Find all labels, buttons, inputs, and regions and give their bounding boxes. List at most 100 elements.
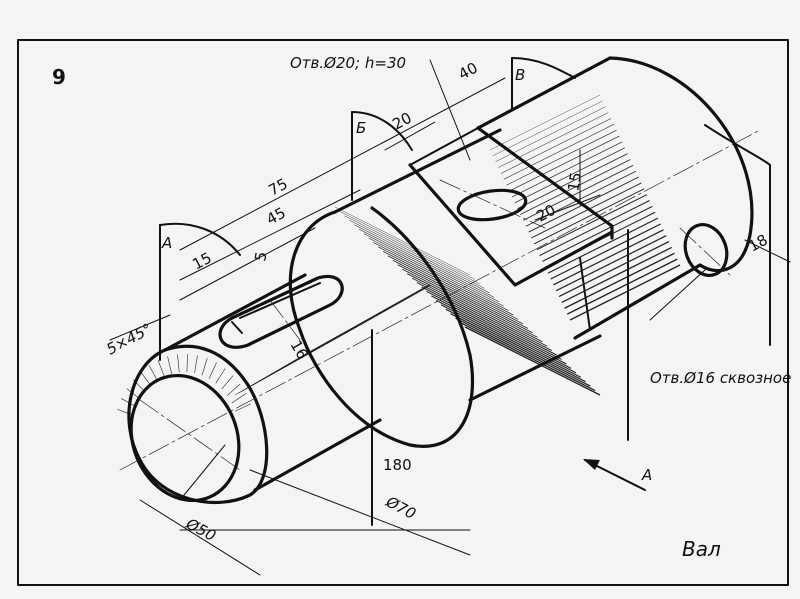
shading-line <box>455 317 591 387</box>
dim-15-left: 15 <box>189 249 214 274</box>
shading-line <box>489 94 601 151</box>
dim-180: 180 <box>383 456 412 474</box>
shading-line <box>520 159 631 215</box>
section-planes <box>159 57 771 526</box>
shading-line <box>498 112 609 168</box>
shading-line <box>561 246 673 303</box>
shading-line <box>411 277 548 347</box>
shading-line <box>334 206 471 276</box>
dim-chamfer: 5×45° <box>103 320 154 359</box>
shading-line <box>373 242 509 311</box>
section-label-b: Б <box>356 119 366 137</box>
shading-line <box>148 365 158 381</box>
shading-line <box>402 268 538 338</box>
shading-line <box>344 215 480 285</box>
shading-line <box>407 273 543 343</box>
dim-5: 5 <box>251 250 270 263</box>
dim-dia50: Ø50 <box>182 514 219 545</box>
shading-line <box>231 393 247 404</box>
shading-line <box>506 129 617 186</box>
small-cylinder <box>127 273 382 504</box>
shading-line <box>349 220 485 289</box>
shading-line <box>564 252 675 309</box>
shading-line <box>514 147 625 204</box>
keyway-slot <box>218 274 344 349</box>
dimension-lines <box>109 59 791 576</box>
view-direction-label: А <box>641 466 652 484</box>
shading-line <box>517 153 628 209</box>
flat-cut <box>476 126 614 240</box>
figure-number: 9 <box>52 65 66 89</box>
shading-line <box>382 251 519 320</box>
shading-line <box>387 255 524 325</box>
shading-line <box>440 304 577 374</box>
shading-line <box>503 124 614 180</box>
shading-line <box>215 368 226 384</box>
top-hole <box>456 188 528 222</box>
shading-line <box>536 194 648 251</box>
shading-line <box>553 229 664 286</box>
top-hole-note: Отв.Ø20; h=30 <box>290 54 406 72</box>
through-hole <box>683 223 729 277</box>
shading-line <box>550 223 661 280</box>
shading-line <box>509 135 620 192</box>
shading-line <box>416 282 553 351</box>
dim-15-flat: 15 <box>564 171 585 193</box>
shading-line <box>500 118 612 174</box>
shading-line <box>221 375 234 390</box>
collar-front-face <box>288 206 475 448</box>
shading-line <box>547 217 659 274</box>
large-cylinder <box>408 56 754 340</box>
dim-45: 45 <box>263 204 288 229</box>
shading-line <box>421 286 557 356</box>
shading-line <box>533 188 645 245</box>
end-face <box>129 373 241 503</box>
dim-dia70: Ø70 <box>382 492 419 523</box>
view-arrow: А <box>583 459 652 491</box>
shading-line <box>235 403 251 412</box>
chamfer-outer <box>127 344 269 504</box>
shading-line <box>464 326 601 396</box>
drawing-frame <box>17 39 789 586</box>
shading-line <box>539 200 650 256</box>
shading-line <box>459 321 596 392</box>
dim-75: 75 <box>265 175 290 200</box>
shading-line <box>368 237 504 307</box>
shading-line <box>426 290 562 360</box>
shading-line <box>542 205 653 262</box>
shading-line <box>555 235 667 292</box>
shading-line <box>397 264 533 334</box>
shading-line <box>186 354 188 373</box>
shading-line <box>558 240 670 298</box>
shading-line <box>531 182 642 239</box>
section-label-a: А <box>161 234 172 252</box>
shading-line <box>226 383 241 396</box>
shading-line <box>450 313 586 383</box>
shading-line <box>511 141 623 198</box>
shading-line <box>392 259 528 329</box>
shading-line <box>194 355 198 374</box>
shading-line <box>378 246 514 316</box>
shading-line <box>201 358 208 376</box>
dim-16: 16 <box>287 337 312 363</box>
shading-line <box>167 356 172 375</box>
shading-line <box>492 100 603 157</box>
shading-line <box>177 354 180 373</box>
shading-line <box>157 360 165 377</box>
shading-line <box>304 284 431 356</box>
collar <box>288 128 602 448</box>
dim-40: 40 <box>455 59 480 84</box>
through-hole-note: Отв.Ø16 сквозное <box>650 369 791 387</box>
dim-20-top: 20 <box>389 109 414 134</box>
section-label-v: В <box>515 66 525 84</box>
shading-line <box>522 164 634 221</box>
shading-line <box>339 211 475 280</box>
shading-line <box>117 408 134 416</box>
drawing-title: Вал <box>682 537 721 561</box>
centre-lines <box>119 129 761 471</box>
shading-line <box>525 170 637 227</box>
shading-line <box>445 308 582 378</box>
shading-line <box>435 299 572 369</box>
surface-shading <box>117 94 681 416</box>
